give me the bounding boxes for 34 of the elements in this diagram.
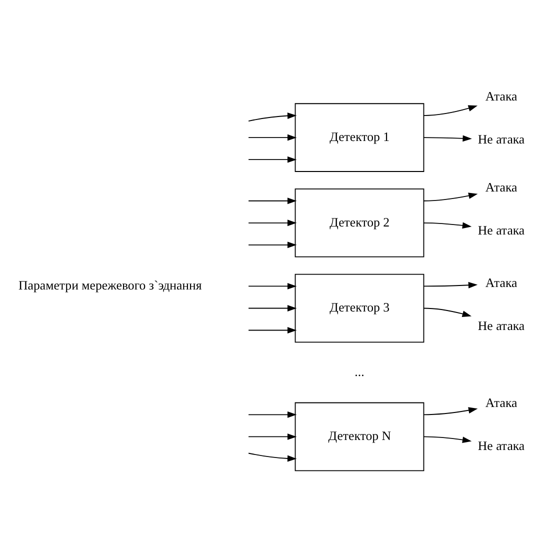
node-text: Атака <box>485 396 518 410</box>
arrow <box>248 452 297 462</box>
arrow <box>248 305 297 312</box>
arrow <box>248 220 297 226</box>
node-text: Не атака <box>478 439 525 454</box>
arrow <box>248 134 297 141</box>
arrow <box>423 222 472 229</box>
arrow <box>423 436 472 443</box>
arrow <box>248 156 297 163</box>
node-box: Детектор N <box>294 402 424 472</box>
arrow <box>248 112 297 122</box>
arrow <box>423 105 478 116</box>
arrow <box>248 411 297 418</box>
label: ... <box>354 364 364 379</box>
arrow <box>423 407 478 416</box>
node-text: Не атака <box>478 318 525 333</box>
arrow <box>248 327 297 334</box>
node-box: Детектор 3 <box>294 274 424 343</box>
arrow <box>423 282 478 288</box>
arrow <box>248 198 297 204</box>
node-text: Не атака <box>478 224 525 238</box>
arrow <box>248 242 297 248</box>
arrow <box>248 434 297 440</box>
node-text: Атака <box>485 180 518 194</box>
node-text: Атака <box>485 276 518 290</box>
node-box: Детектор 2 <box>294 188 424 258</box>
label: Параметри мережевого з`эднання <box>18 278 202 293</box>
arrow <box>423 308 472 317</box>
arrow <box>423 135 472 142</box>
node-text: Не атака <box>478 132 525 147</box>
node-box: Детектор 1 <box>294 103 424 172</box>
arrow <box>248 283 297 290</box>
arrow <box>423 192 478 202</box>
node-text: Атака <box>485 90 518 104</box>
